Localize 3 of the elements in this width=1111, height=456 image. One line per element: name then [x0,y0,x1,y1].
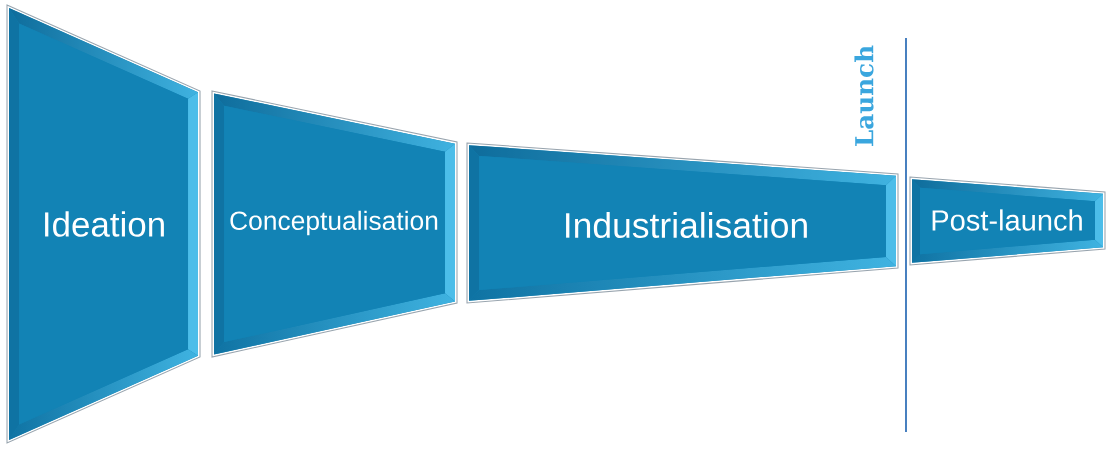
funnel-stage: Conceptualisation [211,90,458,358]
funnel-stage: Ideation [6,4,201,444]
funnel-stage: Post-launch [909,176,1106,266]
